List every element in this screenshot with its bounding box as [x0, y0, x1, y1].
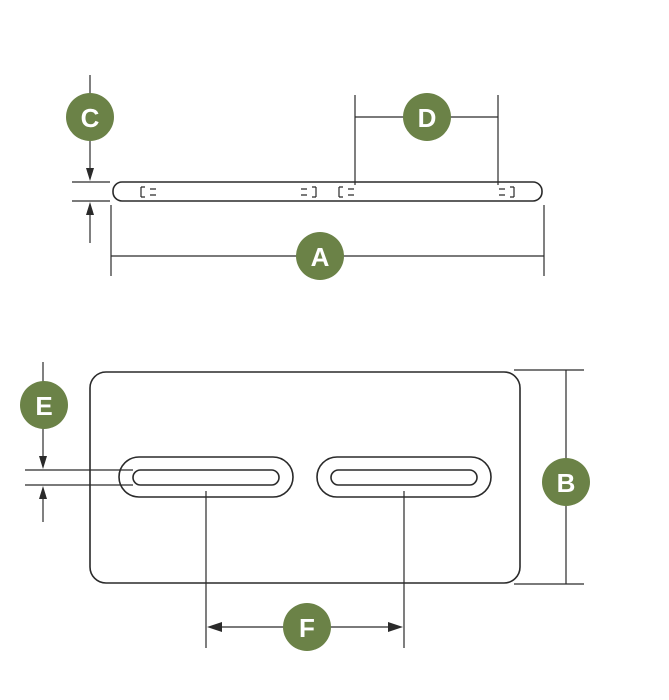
- dimension-d: D: [354, 93, 499, 185]
- label-b-badge: B: [542, 458, 590, 506]
- dimension-a: A: [110, 205, 545, 280]
- dimension-e: E: [20, 362, 133, 522]
- label-c: C: [81, 103, 100, 133]
- label-f: F: [299, 613, 315, 643]
- slot-hidden-lines: [140, 186, 515, 198]
- dimension-c: C: [66, 75, 114, 243]
- label-d-badge: D: [403, 93, 451, 141]
- label-e-badge: E: [20, 381, 68, 429]
- dimension-f: F: [205, 491, 405, 651]
- label-a-badge: A: [296, 232, 344, 280]
- label-c-badge: C: [66, 93, 114, 141]
- label-a: A: [311, 242, 330, 272]
- side-view: C D A: [66, 75, 545, 280]
- label-b: B: [557, 468, 576, 498]
- top-view: E B F: [20, 362, 590, 651]
- plate-outline: [89, 371, 521, 584]
- side-view-bar: [112, 181, 543, 202]
- label-d: D: [418, 103, 437, 133]
- label-f-badge: F: [283, 603, 331, 651]
- label-e: E: [35, 391, 52, 421]
- dimension-b: B: [514, 369, 590, 585]
